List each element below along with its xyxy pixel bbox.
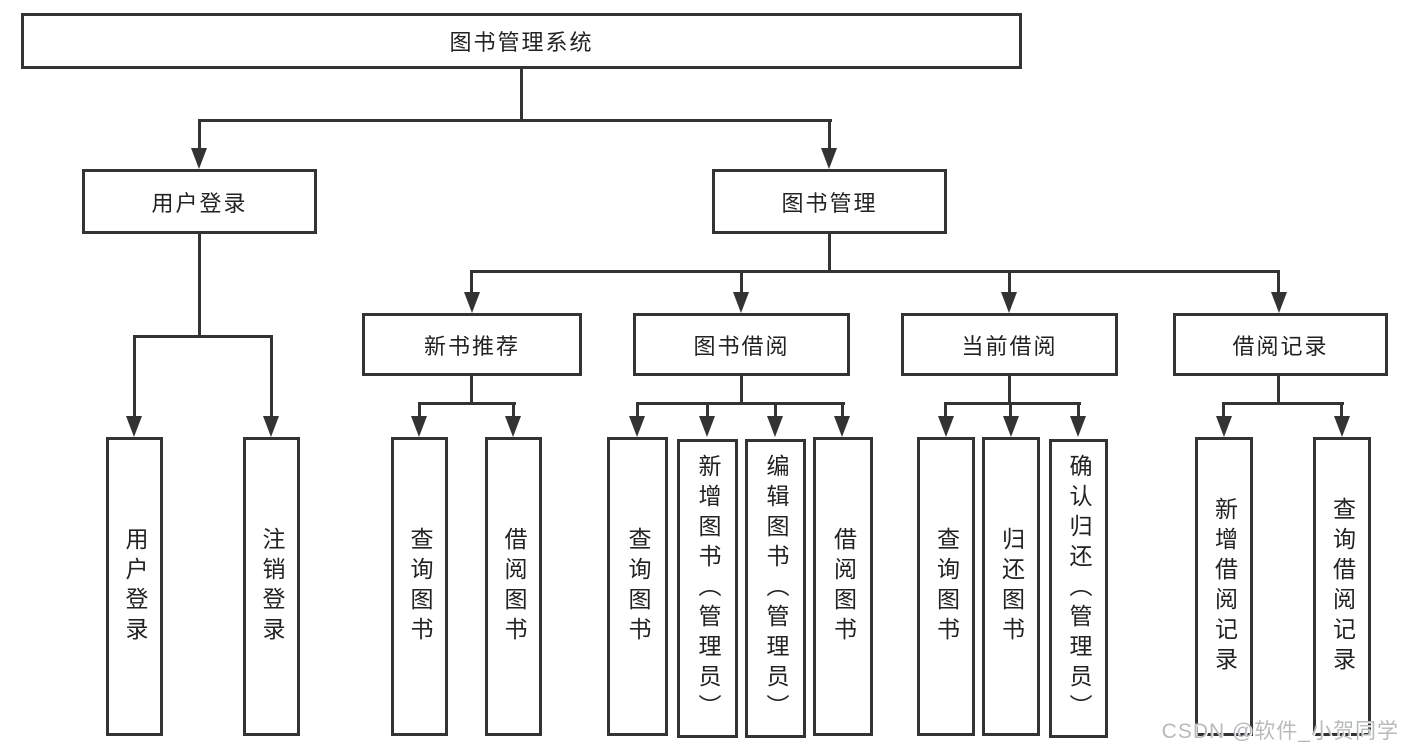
- arrow-down-icon: [411, 416, 427, 437]
- arrow-down-icon: [464, 292, 480, 313]
- arrow-down-icon: [263, 416, 279, 437]
- node-library-management-system: 图书管理系统: [21, 13, 1022, 69]
- connector-new-book-stem: [470, 376, 473, 405]
- leaf-recommend-borrow-book: 借阅图书: [485, 437, 542, 736]
- connector-book-mgmt-drop-1: [470, 273, 473, 293]
- connector-root-stem: [520, 69, 523, 121]
- connector-book-borrow-stem: [740, 376, 743, 405]
- connector-book-mgmt-drop-4: [1277, 273, 1280, 293]
- arrow-down-icon: [938, 416, 954, 437]
- node-borrow-record: 借阅记录: [1173, 313, 1388, 376]
- node-user-login-label: 用户登录: [151, 190, 248, 216]
- connector-root-rail: [198, 119, 832, 122]
- leaf-confirm-return-admin-label: 确认归还（管理员）: [1066, 453, 1092, 724]
- arrow-down-icon: [767, 416, 783, 437]
- node-new-book-recommend-label: 新书推荐: [423, 333, 520, 359]
- arrow-down-icon: [1003, 416, 1019, 437]
- csdn-watermark: CSDN @软件_小贺同学: [1161, 720, 1399, 743]
- connector-book-mgmt-stem: [828, 234, 831, 273]
- node-new-book-recommend: 新书推荐: [362, 313, 582, 376]
- node-book-borrow: 图书借阅: [633, 313, 850, 376]
- arrow-down-icon: [629, 416, 645, 437]
- leaf-borrow-query-book: 查询图书: [607, 437, 668, 736]
- leaf-recommend-query-book-label: 查询图书: [407, 526, 433, 647]
- arrow-down-icon: [1271, 292, 1287, 313]
- arrow-down-icon: [821, 148, 837, 169]
- arrow-down-icon: [834, 416, 850, 437]
- connector-book-borrow-drop-4: [841, 405, 844, 417]
- leaf-current-query-book-label: 查询图书: [933, 526, 960, 647]
- node-user-login: 用户登录: [82, 169, 317, 234]
- leaf-add-borrow-record: 新增借阅记录: [1195, 437, 1253, 736]
- leaf-return-book: 归还图书: [982, 437, 1040, 736]
- leaf-confirm-return-admin: 确认归还（管理员）: [1049, 439, 1108, 738]
- leaf-recommend-query-book: 查询图书: [391, 437, 448, 736]
- connector-root-drop-right: [828, 121, 831, 150]
- arrow-down-icon: [1070, 416, 1086, 437]
- node-book-management: 图书管理: [712, 169, 947, 234]
- connector-user-login-stem: [198, 234, 201, 338]
- connector-current-borrow-drop-1: [944, 405, 947, 417]
- leaf-logout: 注销登录: [243, 437, 300, 736]
- connector-borrow-record-rail: [1222, 402, 1344, 405]
- node-current-borrow-label: 当前借阅: [961, 333, 1058, 359]
- leaf-return-book-label: 归还图书: [998, 526, 1025, 647]
- leaf-borrow-borrow-book: 借阅图书: [813, 437, 873, 736]
- leaf-add-book-admin: 新增图书（管理员）: [677, 439, 738, 738]
- connector-new-book-drop-2: [512, 405, 515, 417]
- node-library-management-system-label: 图书管理系统: [449, 30, 594, 55]
- node-current-borrow: 当前借阅: [901, 313, 1118, 376]
- leaf-borrow-query-book-label: 查询图书: [625, 526, 651, 647]
- arrow-down-icon: [1001, 292, 1017, 313]
- leaf-edit-book-admin: 编辑图书（管理员）: [745, 439, 806, 738]
- connector-book-borrow-drop-2: [706, 405, 709, 417]
- leaf-edit-book-admin-label: 编辑图书（管理员）: [763, 453, 789, 724]
- connector-book-borrow-rail: [636, 402, 845, 405]
- arrow-down-icon: [505, 416, 521, 437]
- connector-current-borrow-rail: [944, 402, 1081, 405]
- connector-current-borrow-stem: [1008, 376, 1011, 405]
- connector-book-borrow-drop-1: [636, 405, 639, 417]
- node-book-management-label: 图书管理: [781, 190, 878, 216]
- connector-book-borrow-drop-3: [774, 405, 777, 417]
- node-book-borrow-label: 图书借阅: [693, 333, 790, 359]
- leaf-current-query-book: 查询图书: [917, 437, 975, 736]
- connector-user-login-drop-2: [270, 338, 273, 416]
- leaf-add-borrow-record-label: 新增借阅记录: [1211, 496, 1238, 677]
- connector-borrow-record-stem: [1277, 376, 1280, 405]
- connector-borrow-record-drop-2: [1340, 405, 1343, 417]
- arrow-down-icon: [699, 416, 715, 437]
- connector-book-mgmt-drop-2: [740, 273, 743, 293]
- node-borrow-record-label: 借阅记录: [1232, 333, 1329, 359]
- arrow-down-icon: [733, 292, 749, 313]
- leaf-add-book-admin-label: 新增图书（管理员）: [695, 453, 721, 724]
- connector-new-book-rail: [418, 402, 516, 405]
- connector-new-book-drop-1: [418, 405, 421, 417]
- leaf-recommend-borrow-book-label: 借阅图书: [501, 526, 527, 647]
- arrow-down-icon: [126, 416, 142, 437]
- arrow-down-icon: [1216, 416, 1232, 437]
- leaf-borrow-borrow-book-label: 借阅图书: [830, 526, 857, 647]
- connector-book-mgmt-drop-3: [1008, 273, 1011, 293]
- connector-book-mgmt-rail: [470, 270, 1280, 273]
- connector-borrow-record-drop-1: [1222, 405, 1225, 417]
- connector-user-login-drop-1: [133, 338, 136, 416]
- connector-root-drop-left: [198, 121, 201, 150]
- connector-user-login-rail: [133, 335, 273, 338]
- leaf-user-login-label: 用户登录: [122, 526, 148, 647]
- leaf-logout-label: 注销登录: [259, 526, 285, 647]
- leaf-query-borrow-record-label: 查询借阅记录: [1329, 496, 1356, 677]
- connector-current-borrow-drop-2: [1009, 405, 1012, 417]
- leaf-user-login: 用户登录: [106, 437, 163, 736]
- arrow-down-icon: [191, 148, 207, 169]
- arrow-down-icon: [1334, 416, 1350, 437]
- connector-current-borrow-drop-3: [1077, 405, 1080, 417]
- leaf-query-borrow-record: 查询借阅记录: [1313, 437, 1371, 736]
